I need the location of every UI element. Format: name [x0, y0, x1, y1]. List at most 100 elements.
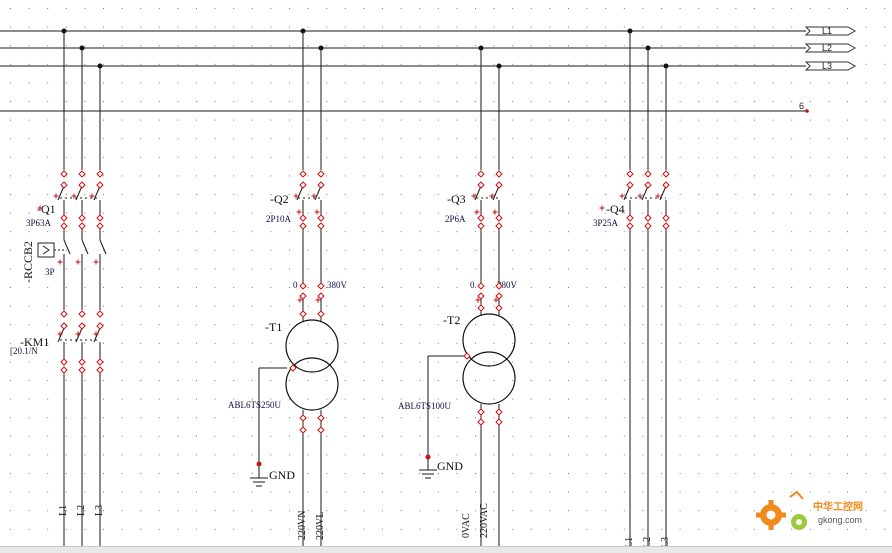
connection-plus — [489, 193, 495, 199]
terminal-marker — [317, 426, 325, 434]
connection-plus — [311, 193, 317, 199]
t1-primary-right: 380V — [327, 280, 348, 290]
bottom-label-t2-0v: 0VAC — [461, 513, 472, 538]
terminal-marker — [317, 214, 325, 222]
terminal-marker — [299, 310, 307, 318]
t2-tag: -T2 — [443, 313, 460, 327]
bottom-label-g1-l2: L2 — [76, 505, 87, 516]
terminal-marker — [495, 181, 503, 189]
connection-plus — [89, 193, 95, 199]
bottom-label-g4-l3: L3 — [660, 537, 671, 548]
terminal-marker — [317, 292, 325, 300]
connection-plus — [93, 331, 99, 337]
junction-dots — [61, 28, 669, 69]
connection-plus — [75, 259, 81, 265]
bottom-scroll-strip — [0, 546, 892, 553]
connection-plus — [37, 205, 43, 211]
connection-plus — [314, 209, 320, 215]
terminal-marker — [477, 170, 485, 178]
terminal-markers — [37, 170, 670, 434]
terminal-marker — [60, 181, 68, 189]
terminal-marker — [96, 222, 104, 230]
terminal-marker — [78, 358, 86, 366]
group-1-motor-feeder: -Q1 3P63A -RCCB2 3P — [10, 31, 107, 548]
terminal-marker — [299, 222, 307, 230]
connection-plus — [315, 297, 321, 303]
connection-plus — [296, 209, 302, 215]
terminal-marker — [299, 414, 307, 422]
transformer-t2[interactable] — [427, 313, 516, 455]
terminal-marker — [299, 170, 307, 178]
connection-plus — [493, 297, 499, 303]
q2-rating: 2P10A — [266, 214, 292, 224]
rccb-device[interactable] — [37, 228, 107, 270]
terminal-marker — [60, 214, 68, 222]
bottom-label-g4-l2: L2 — [642, 537, 653, 548]
watermark-title: 中华工控网 — [813, 500, 863, 513]
bus-label-l3: L3 — [822, 61, 832, 71]
terminal-marker — [60, 222, 68, 230]
bottom-label-g4-l1: L1 — [624, 537, 635, 548]
breaker-q1[interactable] — [57, 185, 101, 216]
breaker-q3[interactable] — [474, 185, 500, 216]
terminal-marker — [78, 366, 86, 374]
bottom-label-t1-l: 220VL — [315, 512, 326, 540]
terminal-marker — [495, 282, 503, 290]
t2-primary-left: 0 — [470, 280, 475, 290]
terminal-marker — [96, 181, 104, 189]
terminal-marker — [78, 181, 86, 189]
ground-symbol-2[interactable] — [419, 454, 437, 479]
km1-rating: [20.1/N — [10, 346, 38, 356]
bottom-label-t1-n: 220VN — [297, 511, 308, 540]
bottom-label-g1-l3: L3 — [94, 505, 105, 516]
contactor-km1[interactable] — [57, 270, 101, 360]
breaker-q2[interactable] — [296, 185, 322, 216]
terminal-marker — [78, 322, 86, 330]
terminal-marker — [644, 214, 652, 222]
terminal-marker — [289, 364, 297, 372]
terminal-marker — [60, 366, 68, 374]
connection-plus — [57, 331, 63, 337]
terminal-marker — [644, 170, 652, 178]
terminal-marker — [477, 282, 485, 290]
terminal-marker — [317, 282, 325, 290]
q1-rating: 3P63A — [26, 218, 52, 228]
breaker-q4[interactable] — [623, 185, 667, 216]
bottom-labels: L1 L2 L3 220VN 220VL 0VAC 220VAC L1 L2 L… — [58, 503, 671, 548]
ground-symbol-1[interactable] — [250, 461, 268, 487]
transformer-t1[interactable] — [258, 319, 339, 462]
terminal-marker — [626, 170, 634, 178]
bus-flag-l1[interactable]: L1 — [804, 26, 857, 36]
terminal-marker — [299, 282, 307, 290]
bus-flag-pe[interactable]: 6 — [799, 101, 809, 113]
q4-tag: -Q4 — [606, 202, 625, 216]
terminal-marker — [495, 170, 503, 178]
terminal-marker — [495, 214, 503, 222]
terminal-marker — [299, 426, 307, 434]
rccb-rating: 3P — [45, 267, 55, 277]
bottom-label-t2-220v: 220VAC — [479, 503, 490, 538]
connection-plus — [619, 193, 625, 199]
terminal-marker — [477, 214, 485, 222]
terminal-marker — [495, 292, 503, 300]
terminal-marker — [317, 310, 325, 318]
terminal-marker — [495, 304, 503, 312]
terminal-marker — [644, 222, 652, 230]
connection-plus — [637, 193, 643, 199]
q2-tag: -Q2 — [270, 192, 289, 206]
terminal-marker — [317, 181, 325, 189]
q4-rating: 3P25A — [593, 218, 619, 228]
terminal-marker — [662, 222, 670, 230]
bus-flag-l2[interactable]: L2 — [804, 43, 857, 53]
terminal-marker — [477, 222, 485, 230]
terminal-marker — [78, 214, 86, 222]
terminal-marker — [78, 170, 86, 178]
bus-flag-l3[interactable]: L3 — [804, 61, 857, 71]
connection-plus — [492, 209, 498, 215]
rccb-tag: -RCCB2 — [21, 241, 35, 283]
terminal-marker — [60, 310, 68, 318]
terminal-marker — [477, 408, 485, 416]
terminal-marker — [662, 214, 670, 222]
t2-model: ABL6TS100U — [398, 401, 452, 411]
